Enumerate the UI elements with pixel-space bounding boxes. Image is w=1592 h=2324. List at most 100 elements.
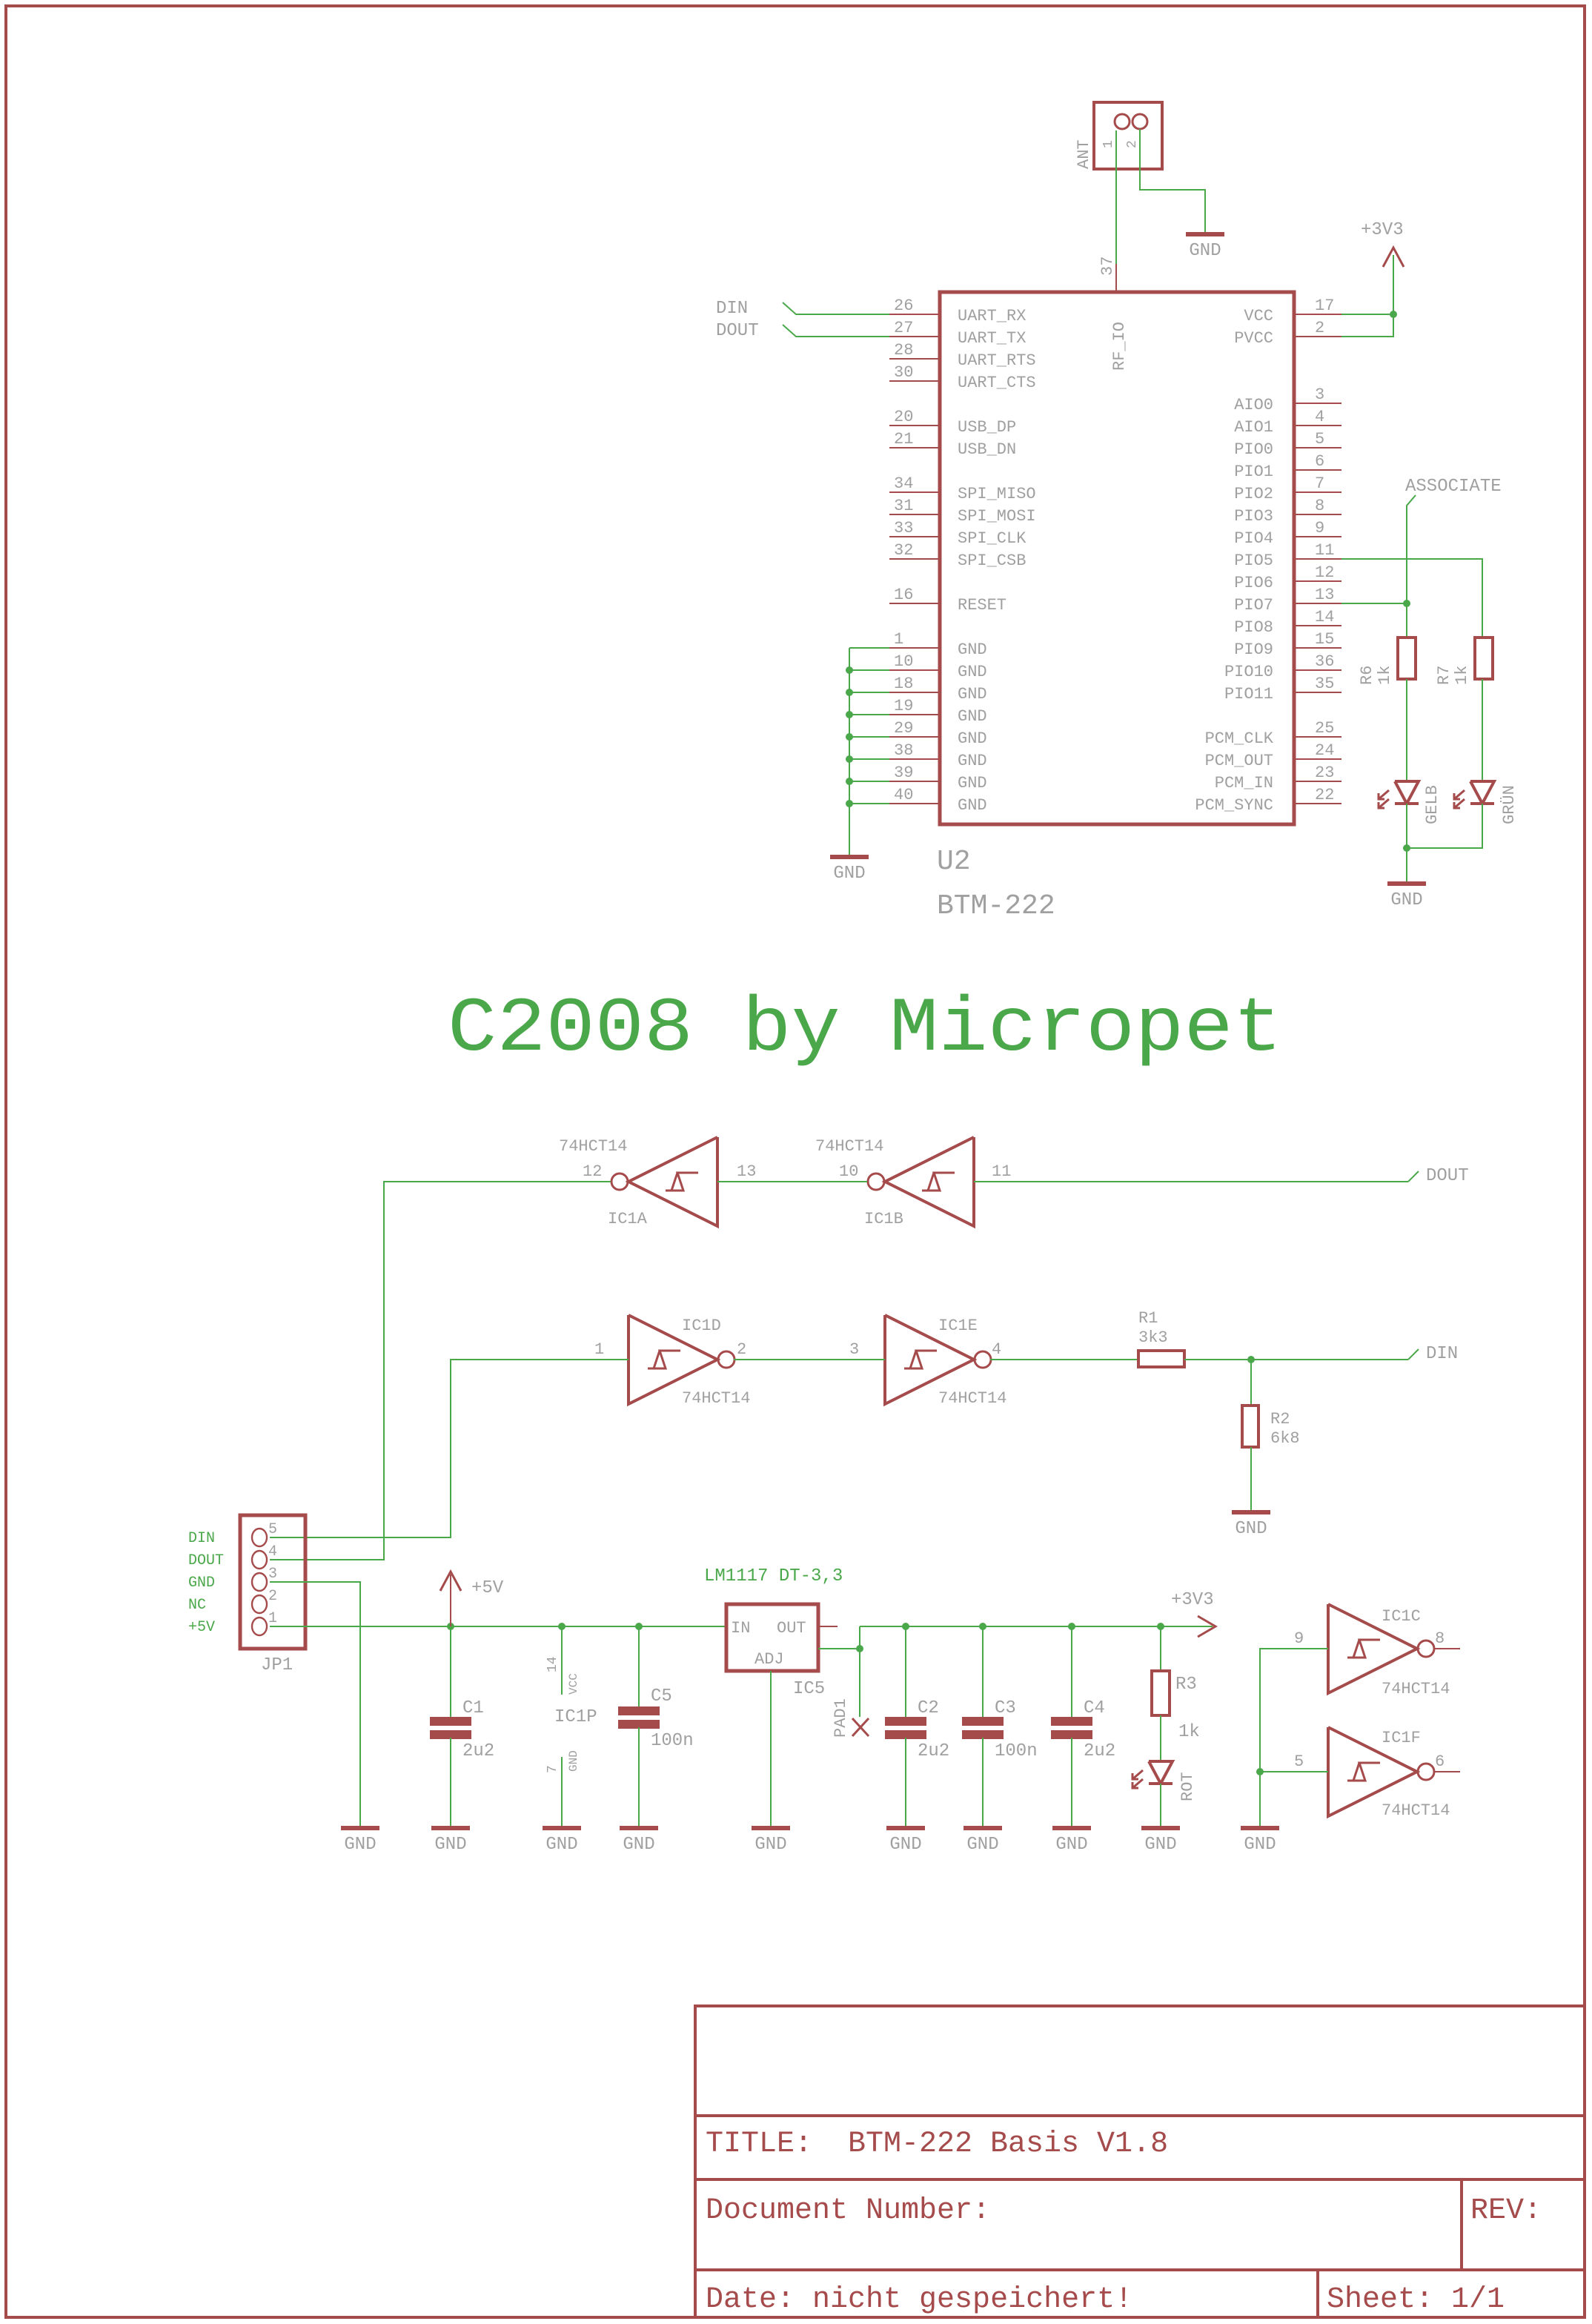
wire-din	[782, 302, 889, 315]
ic5-pin-out: OUT	[777, 1619, 806, 1638]
resistor-r1	[1137, 1349, 1186, 1368]
gate-input-pin-number: 1	[594, 1340, 604, 1359]
pin-number: 7	[1315, 474, 1324, 493]
capacitor-plate	[962, 1730, 1004, 1739]
inverter-bubble	[610, 1172, 629, 1191]
pin-name: GND	[958, 640, 987, 659]
pin-number: 13	[1315, 586, 1334, 604]
gate-type: 74HCT14	[559, 1137, 627, 1156]
c3-value: 100n	[995, 1741, 1038, 1761]
pin-name: PIO10	[1224, 663, 1273, 681]
r3-name: R3	[1175, 1675, 1197, 1695]
gate-type: 74HCT14	[682, 1389, 750, 1408]
led-diode-symbol	[1147, 1760, 1175, 1787]
wire	[1259, 1648, 1328, 1828]
capacitor-plate	[618, 1720, 660, 1729]
c1-value: 2u2	[462, 1741, 494, 1761]
sheet-number: Sheet: 1/1	[1327, 2283, 1505, 2317]
pin-name: RESET	[958, 596, 1006, 615]
pin-number: 27	[894, 319, 913, 337]
gnd-label: GND	[1055, 1835, 1087, 1855]
pin-number: 34	[894, 474, 913, 493]
pin-name: PIO1	[1234, 463, 1273, 481]
gate-input-pin-number: 13	[737, 1162, 756, 1181]
pin-number: 32	[894, 541, 913, 560]
pin-number: 1	[894, 630, 903, 649]
gate-name: IC1B	[864, 1210, 903, 1228]
junction-dot	[1256, 1768, 1264, 1775]
gate-type: 74HCT14	[1382, 1801, 1450, 1820]
ic5-name: IC5	[793, 1679, 825, 1699]
jp1-pin-number: 2	[268, 1588, 277, 1605]
u2-value: BTM-222	[937, 890, 1055, 922]
gate-type: 74HCT14	[815, 1137, 883, 1156]
title-block	[694, 2004, 1586, 2319]
junction-dot	[846, 711, 853, 718]
junction-dot	[846, 666, 853, 674]
pin-number: 6	[1315, 452, 1324, 471]
antenna-name: ANT	[1075, 139, 1093, 169]
pin-number: 24	[1315, 741, 1334, 760]
led-light-arrow-icon	[1378, 789, 1390, 801]
led-diode-symbol	[1393, 780, 1422, 807]
drawing-frame	[4, 4, 1586, 2319]
resistor-r2	[1241, 1404, 1260, 1449]
schmitt-trigger-icon	[1352, 1639, 1361, 1658]
pin-name: UART_RTS	[958, 351, 1036, 370]
pin-name: SPI_MISO	[958, 485, 1036, 503]
pin-number: 35	[1315, 675, 1334, 693]
jp1-pin-pad	[251, 1572, 268, 1592]
gnd-label: GND	[545, 1835, 577, 1855]
title-label: TITLE:	[706, 2128, 812, 2161]
pin-number: 22	[1315, 786, 1334, 804]
pin-number: 12	[1315, 563, 1334, 582]
led-arrowhead-icon	[1131, 1782, 1138, 1790]
junction-dot	[846, 755, 853, 763]
pin-name: PIO6	[1234, 574, 1273, 592]
pad1-x-icon	[851, 1717, 870, 1738]
capacitor-plate	[885, 1730, 926, 1739]
net-label-din: DIN	[716, 299, 748, 319]
document-number-label: Document Number:	[706, 2194, 990, 2228]
antenna-pin-number: 2	[1125, 140, 1140, 148]
schmitt-trigger-icon	[926, 1172, 935, 1191]
jp1-pin-pad	[251, 1549, 268, 1570]
wire-jp1-gnd	[270, 1581, 361, 1828]
pin-name: UART_RX	[958, 307, 1026, 325]
jp1-pin-label: DOUT	[188, 1552, 224, 1569]
pin-name: GND	[958, 796, 987, 815]
pin-name: SPI_MOSI	[958, 507, 1036, 526]
pin-number: 36	[1315, 652, 1334, 671]
pin-number: 5	[1315, 430, 1324, 448]
gate-input-pin-number: 3	[849, 1340, 859, 1359]
wire-ant-gnd	[1139, 129, 1206, 234]
gate-output-pin-number: 10	[839, 1162, 858, 1181]
net-label-din: DIN	[1426, 1344, 1458, 1364]
gate-output-pin-number: 2	[737, 1340, 746, 1359]
gate-name: IC1C	[1382, 1607, 1421, 1626]
wire	[1407, 1171, 1419, 1182]
pin-name: GND	[958, 685, 987, 704]
jp1-pin-pad	[251, 1594, 268, 1615]
schmitt-trigger-icon	[670, 1172, 679, 1191]
gnd-label: GND	[344, 1835, 376, 1855]
pin-name: PVCC	[1234, 329, 1273, 348]
pin-name: AIO0	[1234, 396, 1273, 414]
r6-name: R6	[1358, 666, 1376, 685]
pin-name: USB_DP	[958, 418, 1016, 437]
pin-number: 31	[894, 497, 913, 515]
capacitor-plate	[962, 1717, 1004, 1726]
gate-type: 74HCT14	[938, 1389, 1006, 1408]
supply-label-3v3: +3V3	[1361, 220, 1404, 240]
junction-dot	[1390, 311, 1397, 318]
gnd-label: GND	[1235, 1519, 1267, 1539]
ic5-pin-adj: ADJ	[754, 1650, 784, 1669]
pin-name: SPI_CLK	[958, 529, 1026, 548]
pin-name: VCC	[1244, 307, 1273, 325]
pin-number: 19	[894, 697, 913, 715]
schmitt-trigger-icon	[1352, 1762, 1361, 1781]
wire	[1407, 1348, 1419, 1360]
pin-name: PIO2	[1234, 485, 1273, 503]
junction-dot	[846, 689, 853, 696]
